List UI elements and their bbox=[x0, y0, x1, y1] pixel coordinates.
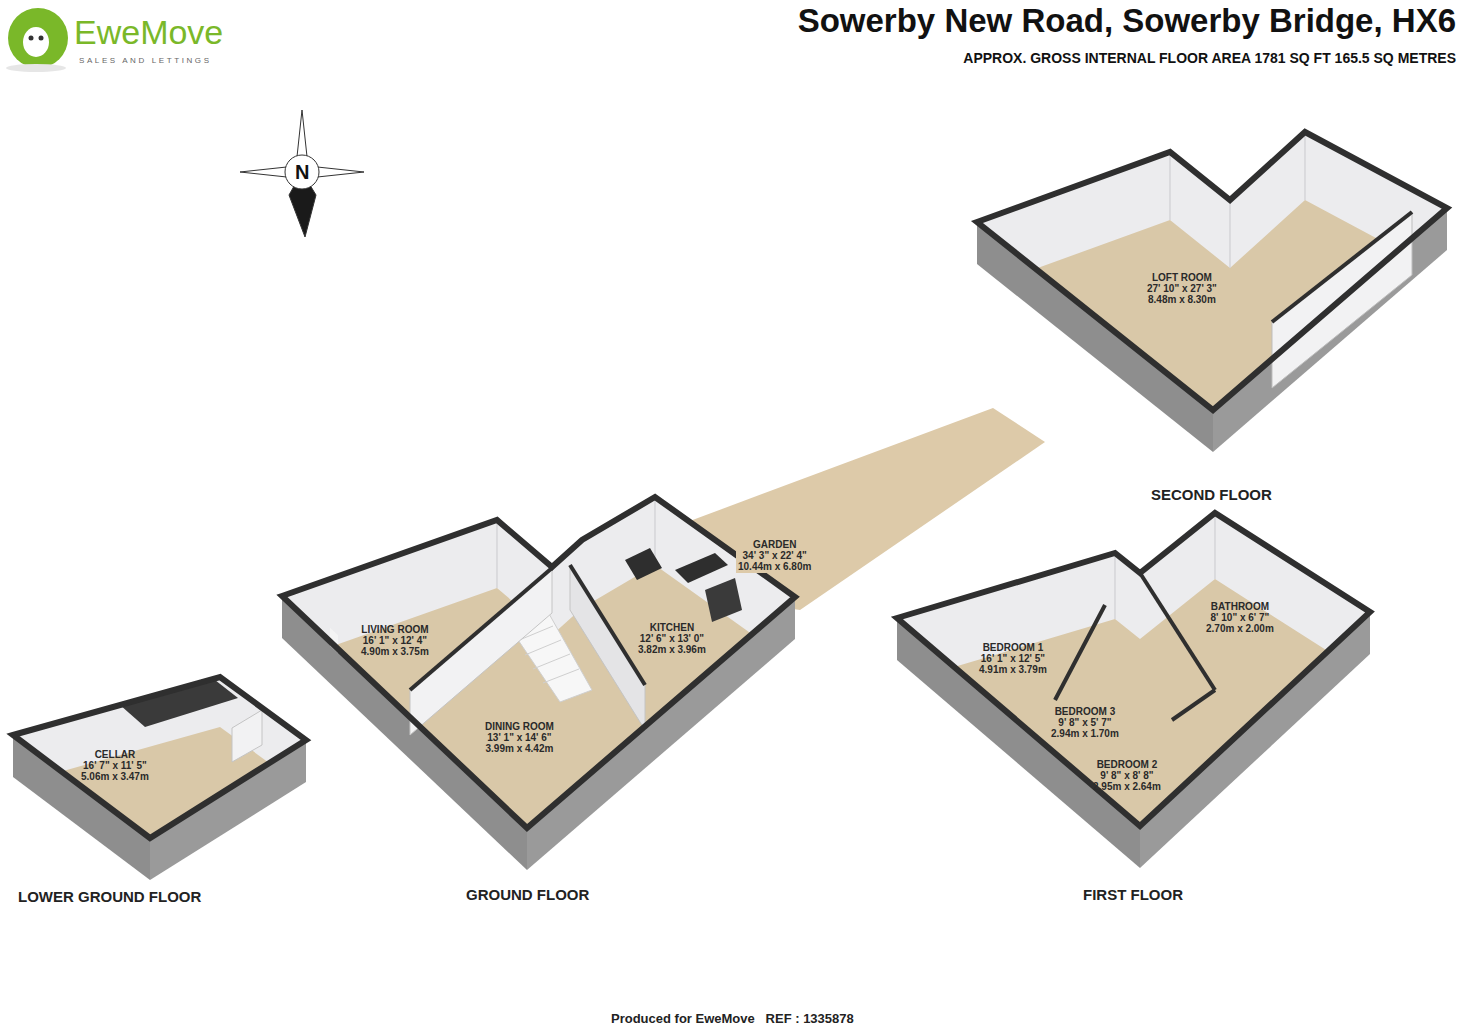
floor-group: LOWER GROUND FLOOR CELLAR16' 7" x 11' 5"5… bbox=[10, 660, 320, 910]
room-dimension: 8' 10" x 6' 7" bbox=[1206, 612, 1274, 623]
room-dimension: 4.90m x 3.75m bbox=[361, 646, 429, 657]
room-dimension: 2.70m x 2.00m bbox=[1206, 623, 1274, 634]
floor-heading: LOWER GROUND FLOOR bbox=[18, 888, 201, 905]
room-name: BEDROOM 3 bbox=[1051, 706, 1119, 717]
room-label: BEDROOM 29' 8" x 8' 8"2.95m x 2.64m bbox=[1091, 758, 1163, 793]
room-label: GARDEN34' 3" x 22' 4"10.44m x 6.80m bbox=[736, 538, 813, 573]
room-dimension: 16' 1" x 12' 4" bbox=[361, 635, 429, 646]
room-dimension: 3.82m x 3.96m bbox=[638, 644, 706, 655]
room-name: KITCHEN bbox=[638, 622, 706, 633]
room-label: KITCHEN12' 6" x 13' 0"3.82m x 3.96m bbox=[636, 621, 708, 656]
room-dimension: 2.95m x 2.64m bbox=[1093, 781, 1161, 792]
room-dimension: 10.44m x 6.80m bbox=[738, 561, 811, 572]
room-name: LOFT ROOM bbox=[1147, 272, 1217, 283]
room-name: BATHROOM bbox=[1206, 601, 1274, 612]
room-label: BEDROOM 116' 1" x 12' 5"4.91m x 3.79m bbox=[977, 641, 1049, 676]
room-dimension: 4.91m x 3.79m bbox=[979, 664, 1047, 675]
floor-heading: GROUND FLOOR bbox=[466, 886, 589, 903]
room-name: DINING ROOM bbox=[485, 721, 554, 732]
room-name: CELLAR bbox=[81, 749, 149, 760]
compass-letter: N bbox=[295, 161, 309, 183]
room-label: LIVING ROOM16' 1" x 12' 4"4.90m x 3.75m bbox=[359, 623, 431, 658]
room-dimension: 5.06m x 3.47m bbox=[81, 771, 149, 782]
room-dimension: 13' 1" x 14' 6" bbox=[485, 732, 554, 743]
room-name: BEDROOM 1 bbox=[979, 642, 1047, 653]
compass bbox=[240, 110, 364, 237]
logo-icon bbox=[6, 8, 68, 72]
room-label: DINING ROOM13' 1" x 14' 6"3.99m x 4.42m bbox=[483, 720, 556, 755]
logo-tagline: SALES AND LETTINGS bbox=[79, 57, 212, 66]
room-dimension: 9' 8" x 8' 8" bbox=[1093, 770, 1161, 781]
first-floor-plan bbox=[897, 513, 1370, 892]
room-label: LOFT ROOM27' 10" x 27' 3"8.48m x 8.30m bbox=[1145, 271, 1219, 306]
lower-ground-floor-plan bbox=[13, 677, 306, 888]
room-dimension: 3.99m x 4.42m bbox=[485, 743, 554, 754]
room-dimension: 8.48m x 8.30m bbox=[1147, 294, 1217, 305]
room-label: BATHROOM8' 10" x 6' 7"2.70m x 2.00m bbox=[1204, 600, 1276, 635]
room-dimension: 9' 8" x 5' 7" bbox=[1051, 717, 1119, 728]
room-name: BEDROOM 2 bbox=[1093, 759, 1161, 770]
room-name: GARDEN bbox=[738, 539, 811, 550]
room-dimension: 34' 3" x 22' 4" bbox=[738, 550, 811, 561]
room-dimension: 27' 10" x 27' 3" bbox=[1147, 283, 1217, 294]
floor-group: SECOND FLOOR LOFT ROOM27' 10" x 27' 3"8.4… bbox=[970, 118, 1455, 510]
floor-heading: SECOND FLOOR bbox=[1151, 486, 1272, 503]
room-dimension: 16' 1" x 12' 5" bbox=[979, 653, 1047, 664]
floor-heading: FIRST FLOOR bbox=[1083, 886, 1183, 903]
room-dimension: 12' 6" x 13' 0" bbox=[638, 633, 706, 644]
floor-group: FIRST FLOOR BEDROOM 116' 1" x 12' 5"4.91m… bbox=[890, 500, 1375, 910]
room-dimension: 16' 7" x 11' 5" bbox=[81, 760, 149, 771]
ground-floor-plan bbox=[282, 497, 795, 896]
plan-title: Sowerby New Road, Sowerby Bridge, HX6 bbox=[798, 2, 1456, 40]
second-floor-plan bbox=[977, 132, 1447, 478]
floor-area-note: APPROX. GROSS INTERNAL FLOOR AREA 1781 S… bbox=[963, 51, 1456, 66]
room-dimension: 2.94m x 1.70m bbox=[1051, 728, 1119, 739]
room-label: BEDROOM 39' 8" x 5' 7"2.94m x 1.70m bbox=[1049, 705, 1121, 740]
room-name: LIVING ROOM bbox=[361, 624, 429, 635]
logo-wordmark: EweMove bbox=[74, 14, 223, 51]
room-label: CELLAR16' 7" x 11' 5"5.06m x 3.47m bbox=[79, 748, 151, 783]
floor-group: GROUND FLOOR LIVING ROOM16' 1" x 12' 4"4.… bbox=[275, 488, 800, 908]
reference-caption: Produced for EweMove REF : 1335878 bbox=[611, 1011, 854, 1026]
